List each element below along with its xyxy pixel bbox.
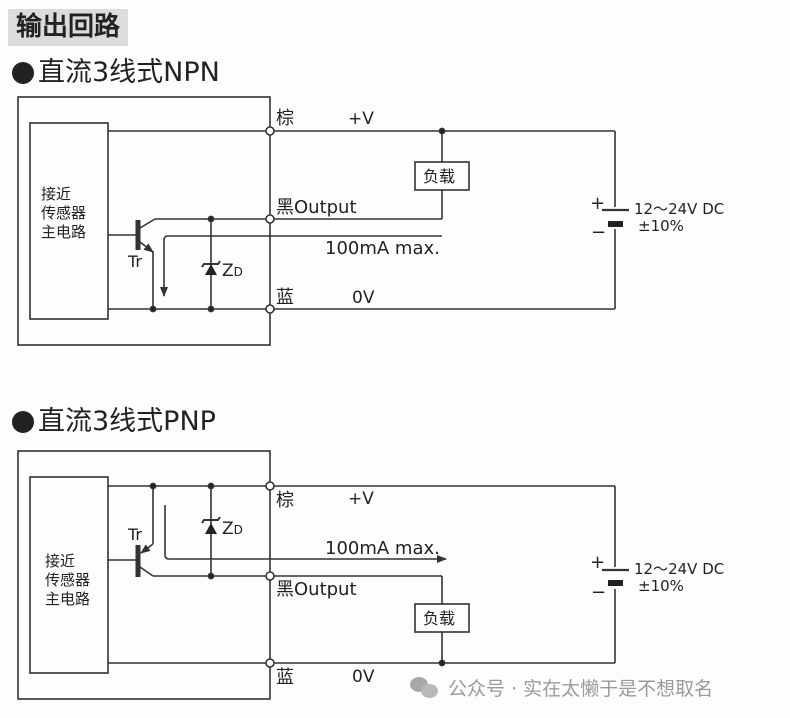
- pnp-load-label: 负载: [423, 609, 455, 628]
- watermark-text: 公众号 · 实在太懒于是不想取名: [448, 678, 714, 700]
- pnp-terminal-black[interactable]: [265, 571, 275, 581]
- npn-load-label: 负载: [423, 167, 455, 186]
- npn-main-circuit-line2: 传感器: [41, 204, 86, 222]
- pnp-supply-plus: +: [590, 552, 605, 573]
- pnp-plus-v-label: +V: [348, 489, 374, 509]
- pnp-junction: [438, 659, 446, 667]
- npn-terminal-blue[interactable]: [265, 304, 275, 314]
- pnp-current-label: 100mA max.: [325, 538, 440, 559]
- pnp-terminal-brown[interactable]: [265, 481, 275, 491]
- watermark: 公众号 · 实在太懒于是不想取名: [410, 674, 713, 701]
- npn-diagram: [17, 96, 629, 346]
- pnp-title: 直流3线式PNP: [38, 406, 216, 437]
- bullet-icon: [12, 62, 34, 84]
- npn-terminal-black[interactable]: [265, 214, 275, 224]
- npn-main-circuit-box: [29, 122, 109, 320]
- pnp-0v-label: 0V: [352, 667, 375, 687]
- pnp-supply-tolerance: ±10%: [638, 577, 684, 595]
- npn-zener-diode-icon: [205, 264, 217, 275]
- pnp-supply-voltage: 12～24V DC: [634, 560, 724, 578]
- npn-brown-label: 棕: [276, 108, 294, 129]
- npn-terminal-brown[interactable]: [265, 126, 275, 136]
- pnp-emitter: [140, 543, 154, 554]
- npn-current-label: 100mA max.: [325, 238, 440, 259]
- bullet-icon: [12, 411, 34, 433]
- pnp-zener-label: ZD: [222, 519, 243, 539]
- npn-blue-label: 蓝: [276, 287, 294, 308]
- pnp-heading: 直流3线式PNP: [12, 406, 216, 438]
- npn-supply-plus: +: [590, 193, 605, 214]
- npn-junction: [438, 127, 446, 135]
- pnp-main-circuit-box: [29, 476, 109, 674]
- npn-heading: 直流3线式NPN: [12, 57, 220, 89]
- pnp-junction: [149, 482, 157, 490]
- pnp-main-circuit-line1: 接近: [45, 552, 75, 570]
- npn-supply-voltage: 12～24V DC: [634, 200, 724, 218]
- pnp-transistor-label: Tr: [127, 525, 142, 544]
- npn-supply-tolerance: ±10%: [638, 217, 684, 235]
- pnp-collector: [139, 566, 154, 577]
- npn-0v-label: 0V: [352, 288, 375, 308]
- pnp-main-circuit-line2: 传感器: [45, 571, 90, 589]
- pnp-blue-label: 蓝: [276, 667, 294, 688]
- npn-plus-v-label: +V: [348, 109, 374, 129]
- pnp-main-circuit-line3: 主电路: [45, 590, 90, 608]
- pnp-current-arrow: [164, 505, 447, 563]
- pnp-junction: [207, 572, 215, 580]
- npn-load-box: [414, 161, 470, 191]
- npn-supply-minus: −: [591, 222, 606, 243]
- pnp-zener-diode-icon: [205, 523, 217, 534]
- pnp-load-box: [414, 603, 470, 633]
- npn-junction: [207, 215, 215, 223]
- npn-emitter: [139, 241, 154, 253]
- pnp-battery-plate-short: [608, 580, 623, 586]
- npn-junction: [207, 305, 215, 313]
- npn-zener-label: ZD: [222, 261, 243, 281]
- npn-current-arrow: [160, 235, 442, 297]
- wechat-icon: [410, 676, 440, 699]
- pnp-diagram: [17, 450, 629, 700]
- pnp-black-label: 黑Output: [276, 579, 357, 600]
- npn-main-circuit-line3: 主电路: [41, 223, 86, 241]
- npn-junction: [149, 305, 157, 313]
- npn-transistor-label: Tr: [127, 252, 142, 271]
- section-tag: 输出回路: [8, 9, 129, 46]
- pnp-brown-label: 棕: [276, 490, 294, 511]
- npn-battery-plate-short: [608, 221, 623, 227]
- npn-black-label: 黑Output: [276, 197, 357, 218]
- npn-collector: [139, 218, 156, 229]
- pnp-terminal-blue[interactable]: [265, 658, 275, 668]
- pnp-junction: [207, 482, 215, 490]
- pnp-supply-minus: −: [591, 582, 606, 603]
- npn-title: 直流3线式NPN: [38, 57, 220, 88]
- npn-main-circuit-line1: 接近: [41, 185, 71, 203]
